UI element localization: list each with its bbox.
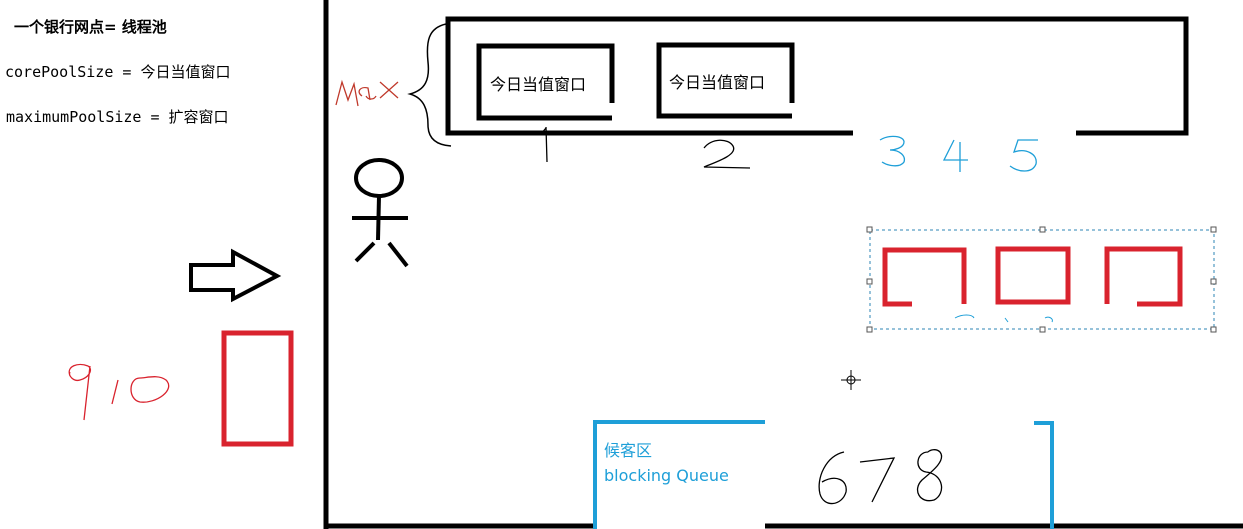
- expansion-windows-group[interactable]: [866, 226, 1217, 333]
- rejected-box: [221, 330, 294, 447]
- expansion-window-4: [995, 246, 1071, 305]
- blocking-queue-label: blocking Queue: [604, 466, 729, 485]
- waiting-area-label: 候客区: [604, 441, 653, 460]
- diagram-title: 一个银行网点= 线程池: [14, 18, 167, 36]
- number-1-handwriting: [539, 126, 548, 163]
- faded-numbers-handwriting: [954, 314, 1053, 323]
- right-arrow-icon: [189, 248, 282, 303]
- core-window-1: [476, 43, 615, 121]
- crosshair-cursor-icon: [841, 370, 861, 390]
- max-handwriting: [335, 79, 399, 107]
- service-counter: [445, 16, 1189, 136]
- numbers-678-handwriting: [818, 449, 943, 505]
- max-curly-brace: [407, 23, 452, 147]
- core-window-2: [656, 42, 795, 119]
- numbers-9-10-handwriting: [68, 363, 170, 421]
- blocking-queue-area: [593, 420, 1054, 529]
- number-2-handwriting: [703, 139, 751, 169]
- expansion-window-5: [1104, 246, 1183, 307]
- numbers-345-handwriting: [879, 135, 1038, 172]
- core-window-1-label: 今日当值窗口: [490, 75, 587, 94]
- core-pool-size-note: corePoolSize = 今日当值窗口: [5, 63, 231, 81]
- maximum-pool-size-note: maximumPoolSize = 扩容窗口: [6, 108, 229, 126]
- bank-building: [323, 0, 1243, 529]
- expansion-window-3: [882, 247, 967, 307]
- stick-figure-icon: [352, 158, 409, 268]
- core-window-2-label: 今日当值窗口: [669, 73, 766, 92]
